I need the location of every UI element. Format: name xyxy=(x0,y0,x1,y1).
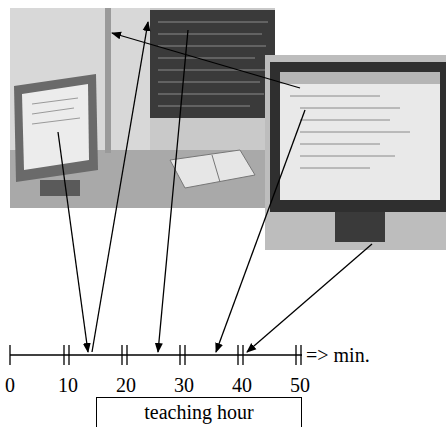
screen-photo xyxy=(265,55,446,250)
tick-number: 10 xyxy=(58,374,78,396)
unit-label: => min. xyxy=(306,344,370,366)
tick-number: 20 xyxy=(116,374,136,396)
classroom-photo xyxy=(10,8,275,208)
tick-number: 30 xyxy=(174,374,194,396)
period-box: teaching hour xyxy=(96,397,302,427)
tick-number: 50 xyxy=(290,374,310,396)
timeline xyxy=(10,345,302,365)
tick-number: 0 xyxy=(5,374,15,396)
tick-number: 40 xyxy=(232,374,252,396)
pointer-arrows xyxy=(58,22,372,352)
box-label: teaching hour xyxy=(105,401,293,423)
